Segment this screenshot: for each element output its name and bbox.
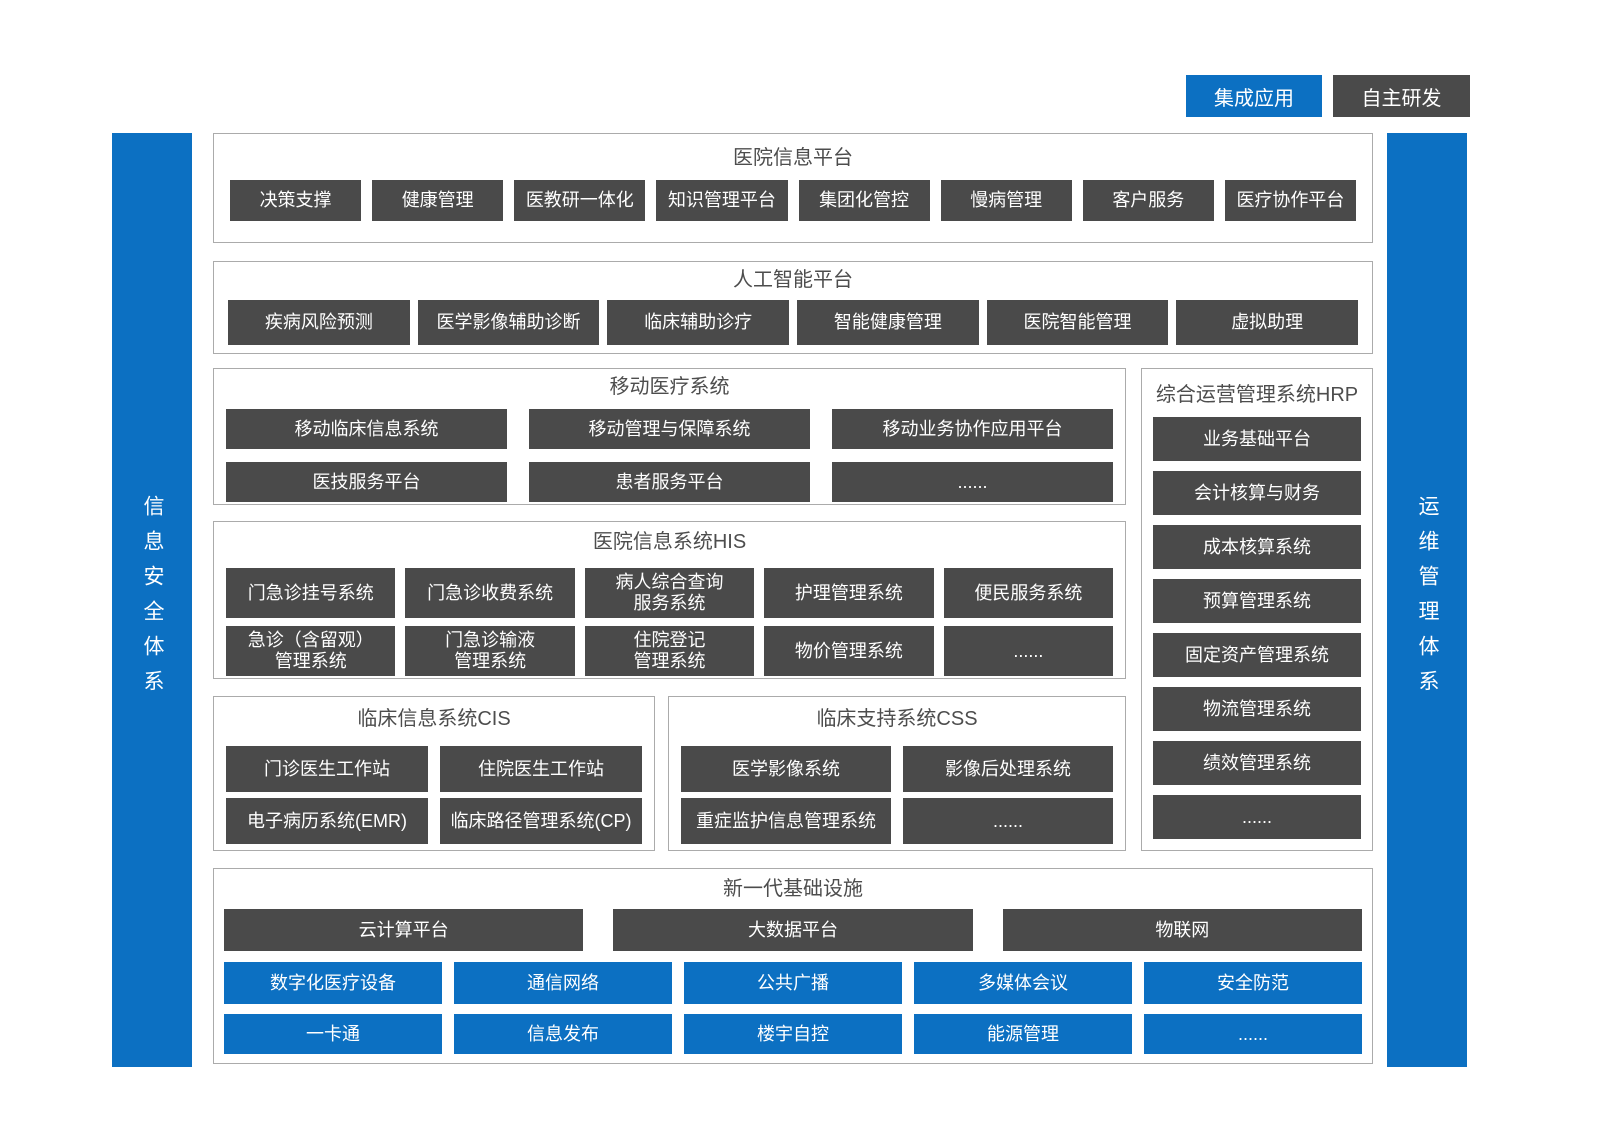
diagram-box: ...... xyxy=(1153,795,1361,839)
infra-blue-row-1: 数字化医疗设备 通信网络 公共广播 多媒体会议 安全防范 xyxy=(224,962,1362,1004)
section-title-cis: 临床信息系统CIS xyxy=(357,708,511,730)
diagram-box: 会计核算与财务 xyxy=(1153,471,1361,515)
mobile-row-2: 医技服务平台 患者服务平台 ...... xyxy=(226,462,1113,502)
his-row-2: 急诊（含留观） 管理系统 门急诊输液 管理系统 住院登记 管理系统 物价管理系统… xyxy=(226,626,1114,676)
cis-row-1: 门诊医生工作站 住院医生工作站 xyxy=(226,746,642,792)
section-title-his: 医院信息系统HIS xyxy=(592,531,747,553)
diagram-box: 楼宇自控 xyxy=(684,1014,902,1054)
diagram-box: 公共广播 xyxy=(684,962,902,1004)
section-ai-platform: 人工智能平台 疾病风险预测 医学影像辅助诊断 临床辅助诊疗 智能健康管理 医院智… xyxy=(213,261,1373,354)
diagram-box: 门急诊挂号系统 xyxy=(226,568,396,618)
diagram-box: 虚拟助理 xyxy=(1176,300,1359,345)
information-security-label: 信息安全体系 xyxy=(141,495,164,705)
diagram-box: 健康管理 xyxy=(372,180,504,221)
section-css: 临床支持系统CSS 医学影像系统 影像后处理系统 重症监护信息管理系统 ....… xyxy=(668,696,1126,851)
diagram-box: 住院登记 管理系统 xyxy=(584,626,755,676)
diagram-box: 患者服务平台 xyxy=(529,462,810,502)
section-hospital-info-platform: 医院信息平台 决策支撑 健康管理 医教研一体化 知识管理平台 集团化管控 慢病管… xyxy=(213,133,1373,243)
section-mobile-medical: 移动医疗系统 移动临床信息系统 移动管理与保障系统 移动业务协作应用平台 医技服… xyxy=(213,368,1126,505)
diagram-box: 急诊（含留观） 管理系统 xyxy=(226,626,396,676)
diagram-box: 便民服务系统 xyxy=(943,568,1114,618)
section-title-infrastructure: 新一代基础设施 xyxy=(723,878,863,900)
diagram-box: 物流管理系统 xyxy=(1153,687,1361,731)
cis-row-2: 电子病历系统(EMR) 临床路径管理系统(CP) xyxy=(226,798,642,844)
diagram-box: 慢病管理 xyxy=(940,180,1072,221)
diagram-box: 移动业务协作应用平台 xyxy=(832,409,1113,449)
diagram-box: 住院医生工作站 xyxy=(440,746,642,792)
section-title-css: 临床支持系统CSS xyxy=(816,708,978,730)
diagram-box: 门急诊收费系统 xyxy=(405,568,575,618)
diagram-box: 医学影像辅助诊断 xyxy=(417,300,600,345)
diagram-box: 影像后处理系统 xyxy=(903,746,1113,792)
diagram-box: 数字化医疗设备 xyxy=(224,962,442,1004)
his-row-1: 门急诊挂号系统 门急诊收费系统 病人综合查询 服务系统 护理管理系统 便民服务系… xyxy=(226,568,1114,618)
diagram-box: 客户服务 xyxy=(1082,180,1214,221)
diagram-box: 移动临床信息系统 xyxy=(226,409,507,449)
diagram-box: 门诊医生工作站 xyxy=(226,746,428,792)
diagram-box: ...... xyxy=(903,798,1113,844)
diagram-box: ...... xyxy=(832,462,1113,502)
diagram-box: ...... xyxy=(1144,1014,1362,1054)
diagram-box: 绩效管理系统 xyxy=(1153,741,1361,785)
diagram-box: 集团化管控 xyxy=(798,180,930,221)
diagram-box: 多媒体会议 xyxy=(914,962,1132,1004)
section-infrastructure: 新一代基础设施 云计算平台 大数据平台 物联网 数字化医疗设备 通信网络 公共广… xyxy=(213,868,1373,1064)
section-hrp: 综合运营管理系统HRP 业务基础平台 会计核算与财务 成本核算系统 预算管理系统… xyxy=(1141,368,1373,851)
diagram-box: 临床辅助诊疗 xyxy=(607,300,790,345)
section-title-hrp: 综合运营管理系统HRP xyxy=(1155,384,1359,406)
css-row-1: 医学影像系统 影像后处理系统 xyxy=(681,746,1113,792)
diagram-box: 疾病风险预测 xyxy=(228,300,410,345)
section-title-ai-platform: 人工智能平台 xyxy=(733,269,853,291)
operations-management-sidebar: 运维管理体系 xyxy=(1387,133,1467,1067)
diagram-box: 预算管理系统 xyxy=(1153,579,1361,623)
diagram-box: 医教研一体化 xyxy=(514,180,646,221)
diagram-box: 重症监护信息管理系统 xyxy=(681,798,891,844)
diagram-box: 决策支撑 xyxy=(230,180,362,221)
diagram-box: 医疗协作平台 xyxy=(1224,180,1356,221)
operations-management-label: 运维管理体系 xyxy=(1416,495,1439,705)
legend-self-developed: 自主研发 xyxy=(1333,75,1470,117)
diagram-box: ...... xyxy=(943,626,1114,676)
diagram-box: 智能健康管理 xyxy=(797,300,979,345)
information-security-sidebar: 信息安全体系 xyxy=(112,133,192,1067)
infra-dark-row: 云计算平台 大数据平台 物联网 xyxy=(224,909,1362,951)
platform-row: 决策支撑 健康管理 医教研一体化 知识管理平台 集团化管控 慢病管理 客户服务 … xyxy=(230,180,1356,221)
infra-blue-row-2: 一卡通 信息发布 楼宇自控 能源管理 ...... xyxy=(224,1014,1362,1054)
diagram-box: 信息发布 xyxy=(454,1014,672,1054)
diagram-box: 病人综合查询 服务系统 xyxy=(584,568,755,618)
css-row-2: 重症监护信息管理系统 ...... xyxy=(681,798,1113,844)
mobile-row-1: 移动临床信息系统 移动管理与保障系统 移动业务协作应用平台 xyxy=(226,409,1113,449)
section-cis: 临床信息系统CIS 门诊医生工作站 住院医生工作站 电子病历系统(EMR) 临床… xyxy=(213,696,655,851)
diagram-box: 电子病历系统(EMR) xyxy=(226,798,428,844)
section-title-hospital-info-platform: 医院信息平台 xyxy=(733,147,853,169)
diagram-box: 医学影像系统 xyxy=(681,746,891,792)
diagram-box: 医院智能管理 xyxy=(986,300,1169,345)
diagram-box: 物联网 xyxy=(1002,909,1362,951)
diagram-box: 业务基础平台 xyxy=(1153,417,1361,461)
diagram-box: 一卡通 xyxy=(224,1014,442,1054)
diagram-box: 知识管理平台 xyxy=(656,180,788,221)
diagram-box: 大数据平台 xyxy=(613,909,973,951)
diagram-box: 成本核算系统 xyxy=(1153,525,1361,569)
diagram-box: 医技服务平台 xyxy=(226,462,507,502)
section-his: 医院信息系统HIS 门急诊挂号系统 门急诊收费系统 病人综合查询 服务系统 护理… xyxy=(213,521,1126,679)
diagram-box: 安全防范 xyxy=(1144,962,1362,1004)
legend-integrated-application: 集成应用 xyxy=(1186,75,1322,117)
diagram-box: 临床路径管理系统(CP) xyxy=(440,798,642,844)
diagram-box: 云计算平台 xyxy=(224,909,584,951)
diagram-box: 门急诊输液 管理系统 xyxy=(405,626,575,676)
diagram-box: 护理管理系统 xyxy=(764,568,934,618)
diagram-box: 物价管理系统 xyxy=(764,626,934,676)
ai-row: 疾病风险预测 医学影像辅助诊断 临床辅助诊疗 智能健康管理 医院智能管理 虚拟助… xyxy=(228,300,1359,345)
section-title-mobile-medical: 移动医疗系统 xyxy=(609,376,730,398)
diagram-box: 通信网络 xyxy=(454,962,672,1004)
diagram-box: 能源管理 xyxy=(914,1014,1132,1054)
diagram-box: 移动管理与保障系统 xyxy=(529,409,810,449)
diagram-box: 固定资产管理系统 xyxy=(1153,633,1361,677)
